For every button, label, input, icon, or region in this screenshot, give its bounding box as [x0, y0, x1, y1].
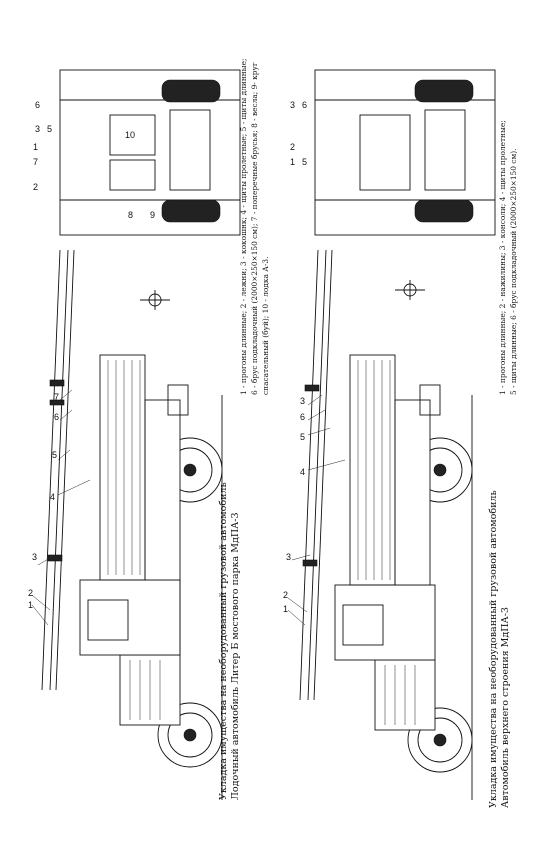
top-title-line2: Лодочный автомобиль Литер Б мостового па… — [230, 512, 241, 800]
bottom-rear-label-2: 2 — [290, 142, 295, 152]
bottom-title-line1: Укладка имущества на необорудованный гру… — [488, 490, 499, 808]
top-rear-label-1: 1 — [33, 142, 38, 152]
bottom-side-label-1: 1 — [283, 604, 288, 614]
top-side-label-6: 6 — [54, 412, 59, 422]
top-side-label-1: 1 — [28, 600, 33, 610]
bottom-side-label-5: 5 — [300, 432, 305, 442]
top-legend-line2: 6 - брус подкладочный (2000×250×150 см);… — [250, 62, 259, 395]
bottom-side-label-4: 4 — [300, 467, 305, 477]
bottom-rear-label-5: 5 — [302, 157, 307, 167]
top-side-labels: 1 2 3 4 5 6 7 — [28, 392, 59, 610]
top-side-label-3: 3 — [32, 552, 37, 562]
top-rear-label-10: 10 — [125, 130, 135, 140]
bottom-side-view — [287, 249, 473, 800]
bottom-rear-label-6: 6 — [302, 100, 307, 110]
bottom-side-label-3a: 3 — [286, 552, 291, 562]
top-rear-label-6: 6 — [35, 100, 40, 110]
top-side-view — [31, 249, 223, 800]
bottom-rear-view — [314, 69, 496, 300]
top-figure-title: Укладка имущества на необорудованный гру… — [218, 482, 242, 800]
top-side-label-4: 4 — [50, 492, 55, 502]
top-rear-label-2: 2 — [33, 182, 38, 192]
top-side-label-5: 5 — [52, 450, 57, 460]
bottom-legend-line2: 5 - щиты длинные; 6 - брус подкладочный … — [509, 148, 518, 395]
bottom-rear-labels: 3 6 2 1 5 — [290, 100, 307, 167]
bottom-side-label-3b: 3 — [300, 396, 305, 406]
top-legend-line3: спасательный (буй); 10 - лодка А-3. — [261, 256, 270, 395]
top-rear-labels: 6 3 5 1 7 2 10 8 9 — [33, 100, 155, 220]
top-rear-label-7: 7 — [33, 157, 38, 167]
bottom-rear-label-3: 3 — [290, 100, 295, 110]
bottom-rear-label-1: 1 — [290, 157, 295, 167]
bottom-legend-line1: 1 - прогоны длинные; 2 - нажилины; 3 - к… — [498, 120, 507, 395]
top-rear-label-5: 5 — [47, 124, 52, 134]
bottom-side-labels: 1 2 3 4 5 6 3 — [283, 396, 305, 614]
bottom-figure-legend: 1 - прогоны длинные; 2 - нажилины; 3 - к… — [497, 120, 519, 395]
top-rear-view — [59, 69, 241, 310]
top-rear-label-3: 3 — [35, 124, 40, 134]
bottom-title-line2: Автомобиль верхнего строения МдПА-3 — [500, 607, 511, 808]
top-legend-line1: 1 - прогоны длинные; 2 - лежни; 3 - коко… — [239, 58, 248, 395]
top-rear-label-8: 8 — [128, 210, 133, 220]
top-title-line1: Укладка имущества на необорудованный гру… — [218, 482, 229, 800]
top-side-label-2: 2 — [28, 588, 33, 598]
top-rear-label-9: 9 — [150, 210, 155, 220]
top-side-label-7: 7 — [54, 392, 59, 402]
bottom-figure-title: Укладка имущества на необорудованный гру… — [488, 490, 512, 808]
bottom-side-label-6: 6 — [300, 412, 305, 422]
top-figure-legend: 1 - прогоны длинные; 2 - лежни; 3 - коко… — [238, 59, 271, 395]
bottom-side-label-2: 2 — [283, 590, 288, 600]
